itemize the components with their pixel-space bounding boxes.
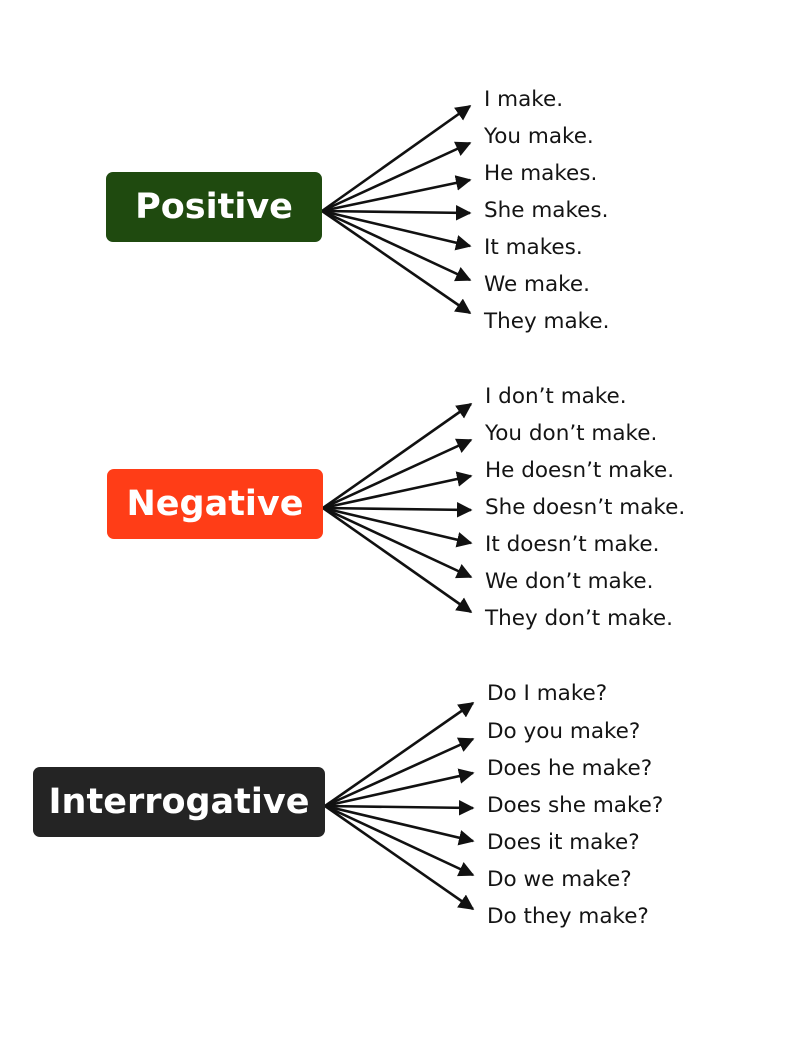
positive-sentence-5: It makes. (484, 235, 583, 260)
interrogative-arrow-7 (324, 804, 475, 911)
positive-label-box: Positive (106, 172, 322, 242)
negative-sentence-3: He doesn’t make. (485, 458, 675, 483)
negative-sentence-2: You don’t make. (485, 421, 658, 446)
negative-sentence-1: I don’t make. (485, 384, 627, 409)
interrogative-arrow-2 (324, 737, 475, 808)
positive-arrow-4 (321, 205, 472, 221)
positive-sentence-1: I make. (484, 87, 564, 112)
interrogative-sentence-6: Do we make? (487, 867, 632, 892)
positive-label: Positive (135, 187, 293, 227)
negative-arrow-2 (322, 438, 473, 510)
negative-label: Negative (126, 484, 304, 524)
negative-arrow-1 (322, 402, 473, 510)
interrogative-sentence-5: Does it make? (487, 830, 640, 855)
positive-arrow-3 (321, 175, 472, 213)
negative-arrow-3 (322, 471, 473, 510)
interrogative-arrow-4 (324, 800, 475, 816)
interrogative-sentence-1: Do I make? (487, 681, 608, 706)
negative-arrow-6 (322, 506, 473, 579)
positive-sentence-6: We make. (484, 272, 590, 297)
negative-label-box: Negative (107, 469, 323, 539)
negative-arrow-4 (322, 502, 473, 518)
negative-sentence-7: They don’t make. (485, 606, 673, 631)
interrogative-arrow-3 (324, 768, 475, 808)
positive-sentence-3: He makes. (484, 161, 598, 186)
interrogative-sentence-7: Do they make? (487, 904, 649, 929)
interrogative-label-box: Interrogative (33, 767, 325, 837)
interrogative-arrow-5 (324, 804, 475, 846)
positive-sentence-4: She makes. (484, 198, 609, 223)
interrogative-sentence-4: Does she make? (487, 793, 664, 818)
interrogative-sentence-3: Does he make? (487, 756, 653, 781)
negative-sentence-4: She doesn’t make. (485, 495, 686, 520)
positive-arrow-5 (321, 209, 472, 251)
positive-arrow-7 (321, 209, 472, 315)
positive-arrow-1 (321, 104, 472, 213)
interrogative-label: Interrogative (48, 782, 310, 822)
interrogative-arrow-6 (324, 804, 475, 877)
positive-arrow-2 (321, 141, 472, 213)
interrogative-sentence-2: Do you make? (487, 719, 641, 744)
positive-arrow-6 (321, 209, 472, 282)
negative-sentence-6: We don’t make. (485, 569, 654, 594)
positive-sentence-7: They make. (484, 309, 610, 334)
interrogative-arrow-1 (324, 701, 475, 808)
negative-arrow-7 (322, 506, 473, 614)
negative-sentence-5: It doesn’t make. (485, 532, 660, 557)
positive-sentence-2: You make. (484, 124, 594, 149)
negative-arrow-5 (322, 506, 473, 548)
